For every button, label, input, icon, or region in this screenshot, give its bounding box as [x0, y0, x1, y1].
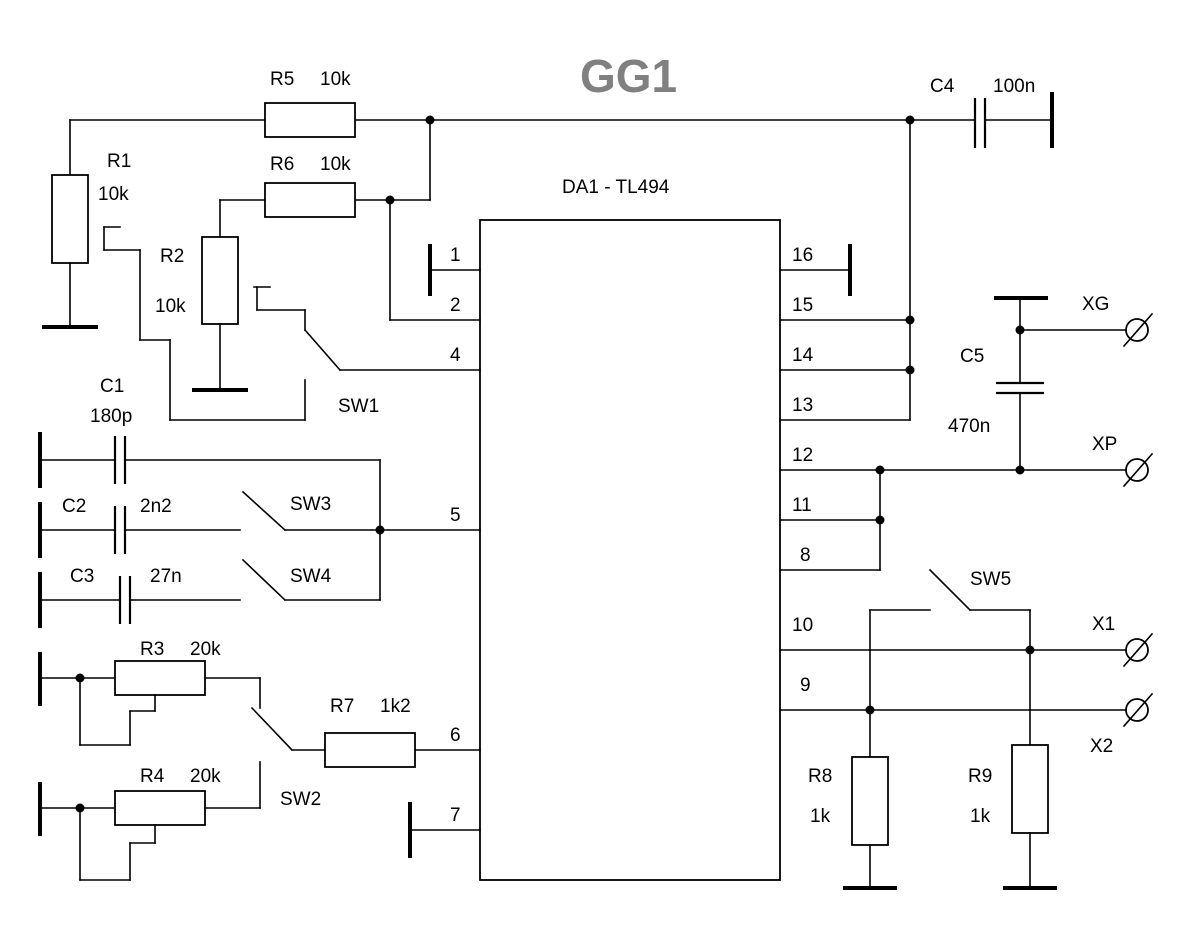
pin-8-label: 8	[800, 545, 811, 566]
pin-12-label: 12	[792, 445, 813, 466]
r8-ref: R8	[808, 766, 832, 787]
potentiometer-r2	[201, 199, 306, 391]
r7-value: 1k2	[380, 696, 411, 717]
pin-7-label: 7	[450, 805, 461, 826]
resistor-r5	[264, 102, 356, 138]
sw5-label: SW5	[970, 569, 1011, 590]
c5-value: 470n	[948, 416, 990, 437]
pin-1-label: 1	[450, 245, 461, 266]
c2-value: 2n2	[140, 496, 172, 517]
switch-sw3[interactable]	[241, 490, 287, 532]
resistor-r8	[851, 609, 889, 889]
potentiometer-r1	[51, 119, 306, 421]
terminal-xp[interactable]	[1122, 452, 1154, 488]
switch-sw5[interactable]	[928, 568, 972, 612]
r7-ref: R7	[330, 696, 354, 717]
r4-value: 20k	[190, 766, 221, 787]
pin-5-label: 5	[450, 505, 461, 526]
junction-dots	[75, 115, 1035, 813]
pin-6-label: 6	[450, 725, 461, 746]
pin-11-label: 11	[792, 495, 812, 516]
ic-left-pins	[339, 269, 481, 831]
c5-ref: C5	[960, 346, 984, 367]
r8-value: 1k	[810, 806, 831, 827]
sw4-label: SW4	[290, 566, 332, 587]
pin-15-label: 15	[792, 295, 813, 316]
r5-ref: R5	[270, 69, 294, 90]
pin-16-label: 16	[792, 245, 813, 266]
ic-right-pins	[779, 269, 1133, 711]
pin-14-label: 14	[792, 345, 814, 366]
r2-ref: R2	[160, 246, 184, 267]
resistor-r7	[324, 732, 416, 768]
pin-10-label: 10	[792, 615, 813, 636]
resistor-r6	[264, 182, 356, 218]
sw2-label: SW2	[280, 789, 321, 810]
terminal-x2[interactable]	[1122, 692, 1154, 728]
terminal-xg[interactable]	[1122, 312, 1154, 348]
r9-ref: R9	[968, 766, 992, 787]
ic-da1-body	[479, 219, 781, 881]
xg-label: XG	[1082, 294, 1109, 315]
switch-sw4[interactable]	[241, 558, 287, 602]
r3-value: 20k	[190, 639, 221, 660]
c2-ref: C2	[62, 496, 86, 517]
sw3-label: SW3	[290, 494, 331, 515]
pin-9-label: 9	[800, 675, 811, 696]
sw1-label: SW1	[338, 396, 379, 417]
diagram-title: GG1	[580, 50, 677, 102]
r4-ref: R4	[140, 766, 165, 787]
xp-label: XP	[1092, 434, 1117, 455]
r1-value: 10k	[98, 184, 129, 205]
capacitor-c2	[39, 506, 241, 554]
x2-label: X2	[1090, 736, 1113, 757]
capacitor-c3	[39, 576, 241, 624]
resistor-r9	[1011, 609, 1049, 889]
c4-ref: C4	[930, 76, 955, 97]
pin-2-label: 2	[450, 295, 461, 316]
c3-ref: C3	[70, 566, 94, 587]
capacitor-c4	[973, 98, 1053, 148]
r9-value: 1k	[970, 806, 991, 827]
r6-ref: R6	[270, 154, 294, 175]
c4-value: 100n	[993, 76, 1035, 97]
c3-value: 27n	[150, 566, 182, 587]
ic-da1-label: DA1 - TL494	[562, 177, 670, 198]
r6-value: 10k	[320, 154, 351, 175]
terminal-x1[interactable]	[1122, 632, 1154, 668]
c1-ref: C1	[100, 376, 124, 397]
pin-13-label: 13	[792, 395, 813, 416]
switch-sw2[interactable]	[250, 706, 294, 752]
pin-4-label: 4	[450, 345, 461, 366]
capacitor-c1	[39, 436, 381, 484]
x1-label: X1	[1092, 614, 1115, 635]
r3-ref: R3	[140, 639, 164, 660]
capacitor-c5	[996, 297, 1133, 471]
switch-sw1[interactable]	[303, 328, 342, 372]
r2-value: 10k	[155, 296, 186, 317]
potentiometer-r3	[39, 660, 261, 746]
r1-ref: R1	[107, 151, 131, 172]
r5-value: 10k	[320, 69, 351, 90]
c1-value: 180p	[90, 406, 132, 427]
